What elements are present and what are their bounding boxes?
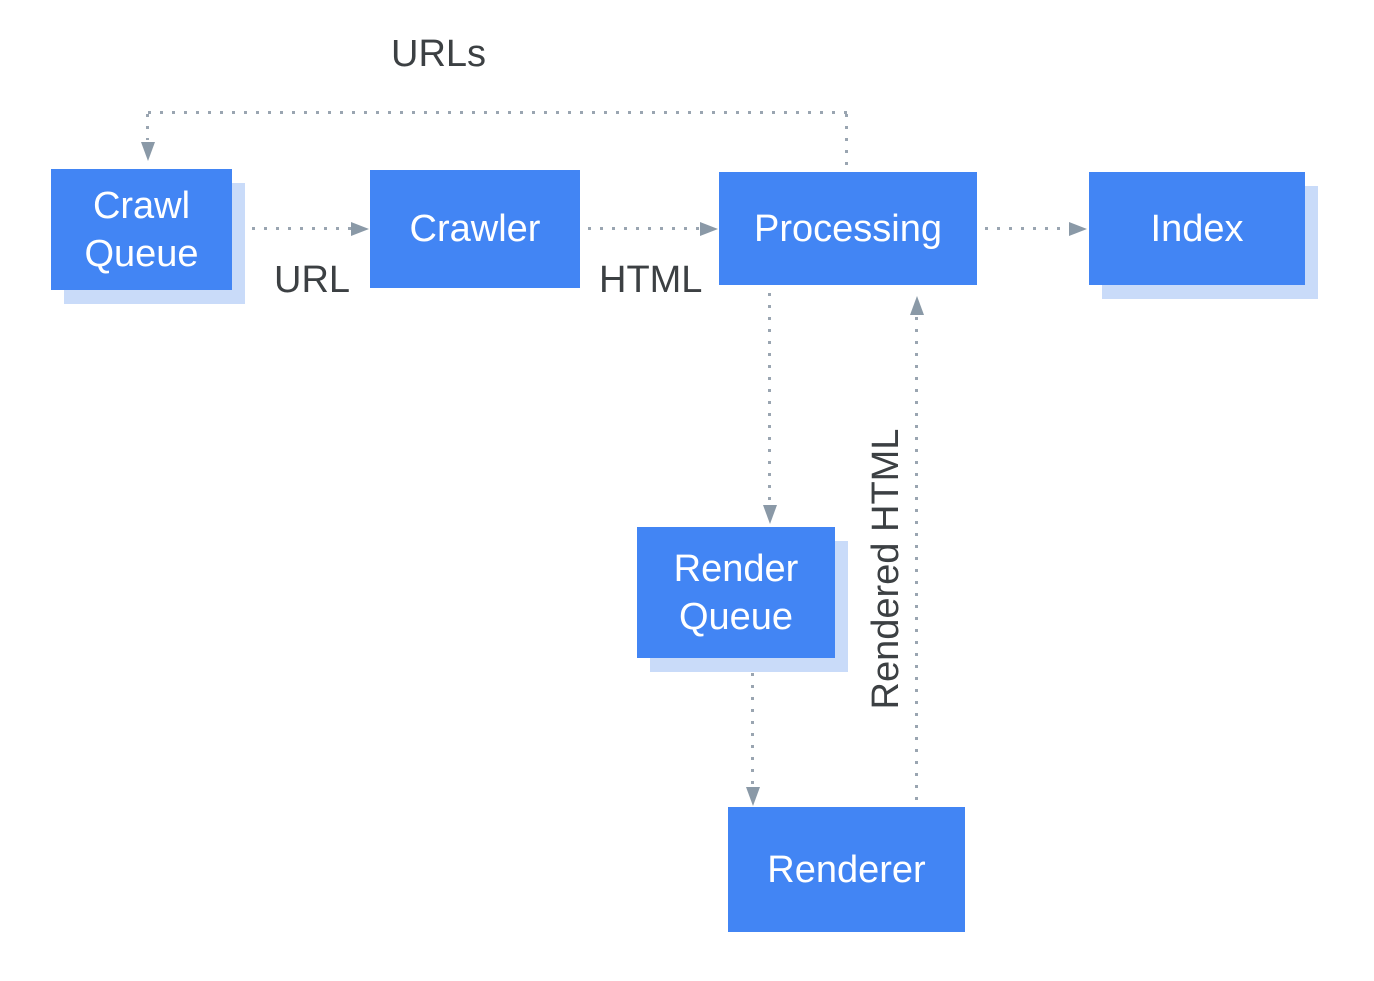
node-crawl-queue: Crawl Queue (51, 169, 232, 290)
edge-label-html: HTML (599, 259, 703, 301)
edge-crawler-to-processing-line (588, 227, 700, 230)
node-renderer: Renderer (728, 807, 965, 932)
node-render-queue-label-line1: Render (673, 547, 799, 590)
node-crawler-label: Crawler (409, 208, 541, 250)
edge-render-queue-to-renderer-line (751, 673, 754, 785)
node-index-label: Index (1150, 207, 1244, 250)
node-processing-label: Processing (754, 207, 942, 250)
edge-renderer-to-processing-line (915, 317, 918, 807)
node-crawl-queue-label-line2: Queue (84, 232, 199, 275)
arrowhead-right-icon (1069, 222, 1087, 236)
node-crawl-queue-label-line1: Crawl (92, 184, 191, 227)
node-render-queue: Render Queue (637, 527, 835, 658)
arrowhead-right-icon (700, 222, 718, 236)
arrowhead-down-icon (141, 142, 155, 161)
arrowhead-up-icon (910, 296, 924, 315)
edge-urls-loop-right-vertical-line (845, 114, 848, 172)
node-index: Index (1089, 172, 1305, 285)
edge-urls-loop-horizontal-line (148, 111, 847, 114)
edge-crawl-queue-to-crawler-line (252, 227, 351, 230)
arrowhead-down-icon (746, 787, 760, 806)
arrowhead-right-icon (351, 222, 369, 236)
node-crawler: Crawler (370, 170, 580, 288)
node-processing: Processing (719, 172, 977, 285)
node-renderer-label: Renderer (767, 848, 926, 891)
arrowhead-down-icon (763, 505, 777, 524)
edge-label-urls: URLs (391, 33, 487, 75)
edge-urls-loop-left-vertical-line (146, 114, 149, 140)
edge-processing-to-index-line (985, 227, 1069, 230)
node-render-queue-label-line2: Queue (678, 595, 794, 638)
edge-label-rendered-html: Rendered HTML (865, 428, 907, 710)
edge-label-url: URL (274, 259, 351, 301)
edge-processing-to-render-queue-line (768, 293, 771, 503)
